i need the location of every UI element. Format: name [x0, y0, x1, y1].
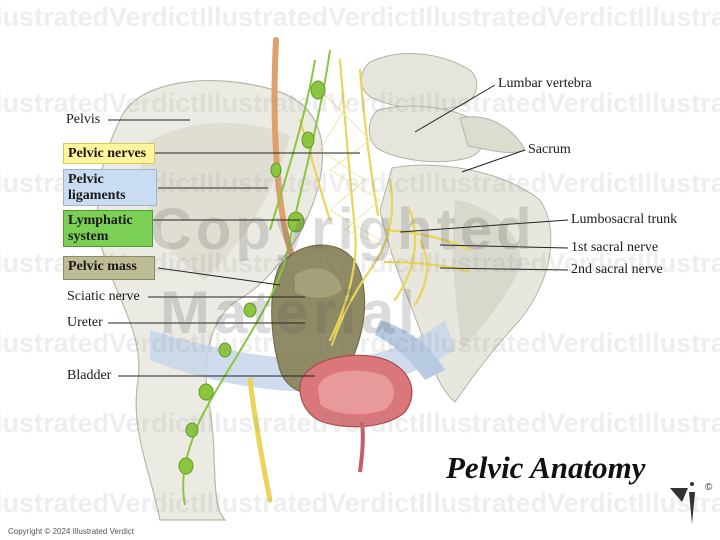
nerve-mesh: [319, 89, 396, 251]
sacrum-shading: [452, 200, 522, 350]
label-lumbar-vertebra: Lumbar vertebra: [498, 76, 592, 91]
label-sacrum: Sacrum: [528, 142, 571, 157]
leader-lines: [108, 84, 569, 377]
label-pelvis: Pelvis: [66, 112, 101, 127]
label-1st-sacral-nerve: 1st sacral nerve: [571, 240, 659, 255]
legend-pelvic-nerves: Pelvic nerves: [63, 143, 155, 164]
lymph-nodes: [178, 80, 326, 475]
label-sciatic-nerve: Sciatic nerve: [67, 289, 140, 304]
label-lumbosacral-trunk: Lumbosacral trunk: [571, 212, 678, 227]
pelvic-ligament: [375, 320, 445, 380]
lumbar-vertebra: [368, 105, 486, 163]
label-bladder: Bladder: [67, 368, 112, 383]
label-ureter: Ureter: [67, 315, 103, 330]
bladder-inner: [318, 370, 394, 415]
urethra: [358, 421, 365, 473]
legend-pelvic-ligaments: Pelvic ligaments: [63, 169, 157, 206]
label-2nd-sacral-nerve: 2nd sacral nerve: [571, 262, 663, 277]
pelvis-shading: [140, 123, 290, 280]
legend-pelvic-mass: Pelvic mass: [63, 256, 155, 280]
legend-lymphatic-system: Lymphatic system: [63, 210, 153, 247]
lumbar-vertebra: [360, 53, 478, 111]
pelvic-mass-highlight: [295, 268, 342, 298]
logo-mark: ©: [705, 482, 713, 493]
page-title: Pelvic Anatomy: [446, 450, 646, 485]
illustrated-verdict-logo-icon: ©: [670, 482, 713, 524]
copyright-notice: Copyright © 2024 Illustrated Verdict: [8, 527, 134, 536]
